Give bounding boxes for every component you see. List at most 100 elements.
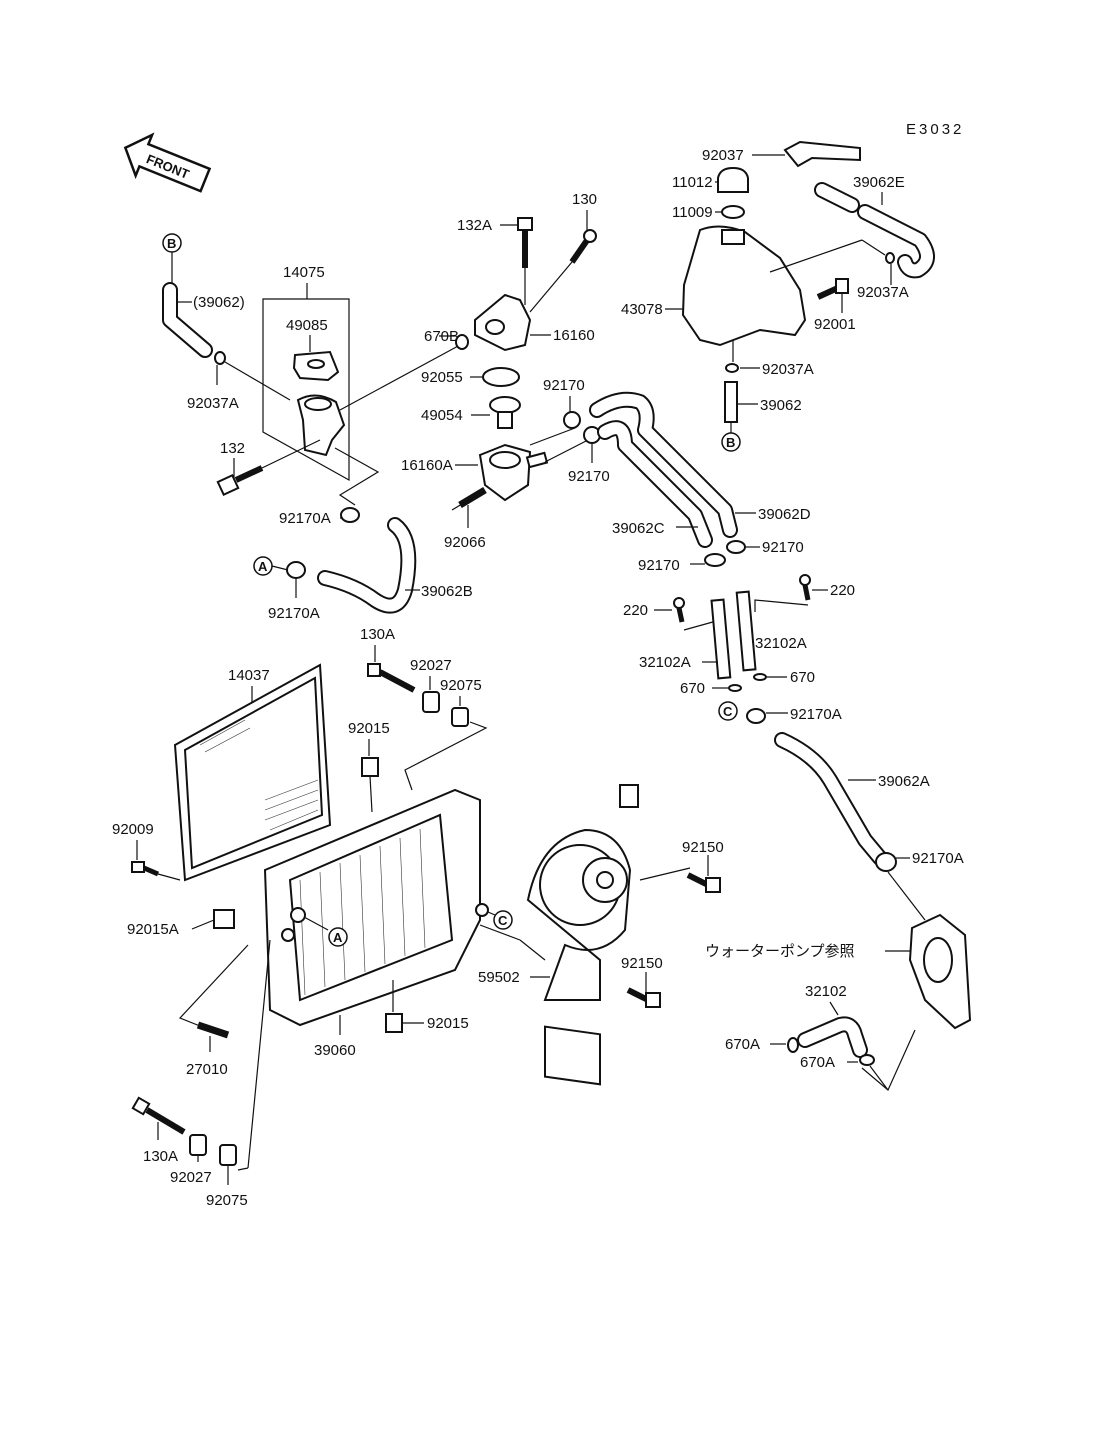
label-39062: 39062 <box>760 397 802 414</box>
label-92150: 92150 <box>682 839 724 856</box>
part-clamp-92170A <box>340 507 360 523</box>
label-14075: 14075 <box>283 264 325 281</box>
part-pipe-32102A <box>735 590 757 672</box>
part-fan-connector <box>619 784 639 808</box>
part-filler-neck <box>296 394 346 457</box>
part-cooling-fan-59502 <box>526 784 639 1086</box>
label-92015: 92015 <box>348 720 390 737</box>
label-49085: 49085 <box>286 317 328 334</box>
label-92015A: 92015A <box>127 921 179 938</box>
label-92170: 92170 <box>543 377 585 394</box>
label-220: 220 <box>830 582 855 599</box>
label-92170: 92170 <box>762 539 804 556</box>
part-grommet-92015 <box>385 1013 403 1033</box>
part-bracket-92037 <box>783 140 861 168</box>
part-radiator-screen-14037 <box>173 663 332 882</box>
ref-marker-a: A <box>328 927 348 947</box>
label-39062-paren: (39062) <box>193 294 245 311</box>
label-11012: 11012 <box>672 174 713 191</box>
label-43078: 43078 <box>621 301 663 318</box>
svg-text:A: A <box>333 930 343 945</box>
label-92027: 92027 <box>410 657 452 674</box>
label-39062A: 39062A <box>878 773 930 790</box>
label-27010: 27010 <box>186 1061 228 1078</box>
label-11009: 11009 <box>672 204 713 221</box>
part-grommet-92075 <box>451 707 469 727</box>
label-14037: 14037 <box>228 667 270 684</box>
hose-39062D <box>589 391 738 538</box>
part-grommet-92015A <box>213 909 235 929</box>
label-130: 130 <box>572 191 597 208</box>
ref-marker-b: B <box>721 432 741 452</box>
part-collar-92027 <box>422 691 440 713</box>
part-radiator-39060 <box>263 788 489 1027</box>
label-39062C: 39062C <box>612 520 665 537</box>
label-92170A: 92170A <box>790 706 842 723</box>
part-gasket-92055 <box>482 367 520 387</box>
label-92037A: 92037A <box>762 361 814 378</box>
label-92075: 92075 <box>206 1192 248 1209</box>
svg-text:B: B <box>167 236 176 251</box>
part-grommet-92075 <box>219 1144 237 1166</box>
part-hose-39062 <box>724 381 738 423</box>
label-39062E: 39062E <box>853 174 905 191</box>
label-92037A: 92037A <box>857 284 909 301</box>
diagram-code: E3032 <box>906 121 964 138</box>
label-59502: 59502 <box>478 969 520 986</box>
label-92066: 92066 <box>444 534 486 551</box>
label-92027: 92027 <box>170 1169 212 1186</box>
label-92037A: 92037A <box>187 395 239 412</box>
label-32102A: 32102A <box>755 635 807 652</box>
label-132: 132 <box>220 440 245 457</box>
part-bolt-132 <box>216 465 264 497</box>
svg-text:B: B <box>726 435 735 450</box>
label-670: 670 <box>790 669 815 686</box>
label-92055: 92055 <box>421 369 463 386</box>
ref-marker-c: C <box>718 701 738 721</box>
label-92170A: 92170A <box>279 510 331 527</box>
label-16160: 16160 <box>553 327 595 344</box>
label-49054: 49054 <box>421 407 463 424</box>
label-670: 670 <box>680 680 705 697</box>
label-220: 220 <box>623 602 648 619</box>
front-arrow-icon: FRONT <box>123 132 212 193</box>
ref-marker-c: C <box>493 910 513 930</box>
label-132A: 132A <box>457 217 492 234</box>
label-92170A: 92170A <box>912 850 964 867</box>
label-92009: 92009 <box>112 821 154 838</box>
ref-marker-b: B <box>162 233 182 253</box>
label-32102: 32102 <box>805 983 847 1000</box>
part-fitting-92001 <box>816 278 849 300</box>
part-bolt-92009 <box>131 861 159 877</box>
label-92170: 92170 <box>568 468 610 485</box>
part-grommet-92015 <box>361 757 379 777</box>
svg-text:A: A <box>258 559 268 574</box>
label-670A: 670A <box>800 1054 835 1071</box>
water-pump-reference-note: ウォーターポンプ参照 <box>705 943 855 960</box>
svg-text:C: C <box>498 913 508 928</box>
label-92170: 92170 <box>638 557 680 574</box>
svg-text:C: C <box>723 704 733 719</box>
label-39060: 39060 <box>314 1042 356 1059</box>
part-fan-switch-27010 <box>196 1021 230 1039</box>
ref-marker-a: A <box>253 556 273 576</box>
part-collar-92027 <box>189 1134 207 1156</box>
label-32102A: 32102A <box>639 654 691 671</box>
part-bolt-92150 <box>686 872 721 893</box>
part-sensor-92066 <box>451 486 487 511</box>
part-pipe-32102A <box>710 598 732 680</box>
label-92075: 92075 <box>440 677 482 694</box>
label-92001: 92001 <box>814 316 856 333</box>
part-cap-11012 <box>717 166 749 193</box>
label-92170A: 92170A <box>268 605 320 622</box>
label-92037: 92037 <box>702 147 744 164</box>
part-bolt-92150 <box>626 987 661 1008</box>
label-92015: 92015 <box>427 1015 469 1032</box>
label-670A: 670A <box>725 1036 760 1053</box>
label-39062B: 39062B <box>421 583 473 600</box>
label-39062D: 39062D <box>758 506 811 523</box>
label-16160A: 16160A <box>401 457 453 474</box>
label-92150: 92150 <box>621 955 663 972</box>
part-thermostat-49054 <box>489 396 521 429</box>
